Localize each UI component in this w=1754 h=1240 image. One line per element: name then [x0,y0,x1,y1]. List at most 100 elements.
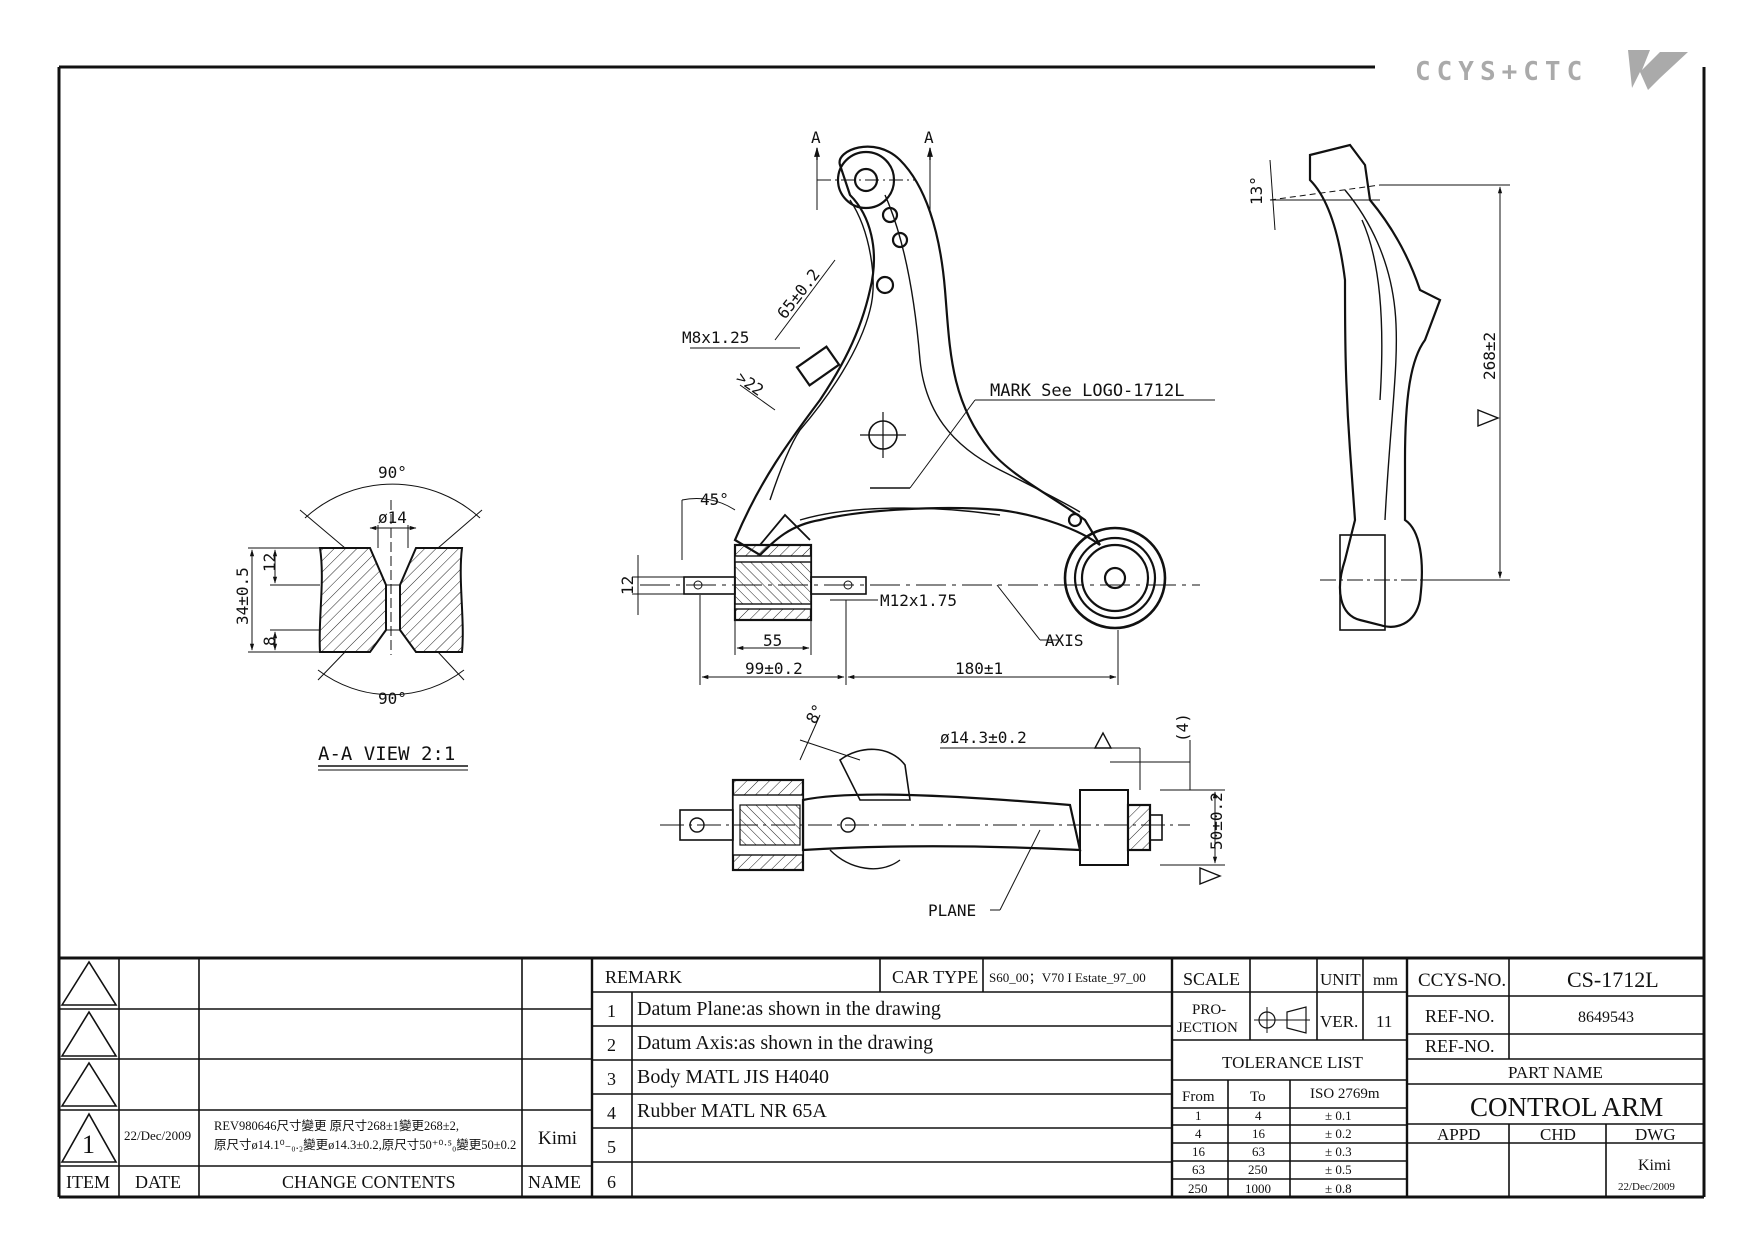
label-m12: M12x1.75 [880,591,957,610]
section-marker-right: A [924,128,934,147]
tol-r5-val: ± 0.8 [1325,1181,1352,1196]
tol-r1-to: 4 [1255,1108,1262,1123]
projection-label-1: PRO- [1192,1002,1226,1018]
aa-section-right [399,547,464,653]
tol-header-from: From [1182,1089,1215,1105]
tol-r1-val: ± 0.1 [1325,1108,1352,1123]
label-55: 55 [763,631,782,650]
remark-text-4: Rubber MATL NR 65A [637,1100,827,1122]
rev-header-name: NAME [528,1172,581,1192]
label-dia-14-3: ø14.3±0.2 [940,728,1027,747]
label-268: 268±2 [1480,332,1499,380]
tolerance-title: TOLERANCE LIST [1222,1053,1363,1072]
ref-no-1-label: REF-NO. [1425,1006,1495,1026]
remark-no-4: 4 [607,1103,616,1123]
side-view [1269,143,1510,631]
tol-r5-from: 250 [1188,1181,1208,1196]
tol-r4-to: 250 [1248,1162,1268,1177]
brand-emblem [1628,50,1688,90]
tol-r3-from: 16 [1192,1144,1206,1159]
label-13: 13° [1247,176,1266,205]
unit-label: UNIT [1320,970,1361,989]
remark-no-5: 5 [607,1137,616,1157]
drawing-frame [57,65,1706,1199]
label-45: 45° [700,490,729,509]
tol-r2-from: 4 [1195,1126,1202,1141]
label-mark: MARK See LOGO-1712L [990,381,1184,401]
label-12: 12 [618,576,637,595]
aa-section-left [318,547,387,653]
label-plane: PLANE [928,901,976,920]
part-name-label: PART NAME [1508,1063,1603,1082]
dwg-label: DWG [1635,1125,1676,1144]
aa-view-title: A-A VIEW 2:1 [318,743,455,765]
remark-no-6: 6 [607,1172,616,1192]
part-info-block: CCYS-NO. CS-1712L REF-NO. 8649543 REF-NO… [1418,967,1676,1193]
car-type-label: CAR TYPE [892,967,978,987]
dwg-date: 22/Dec/2009 [1618,1181,1675,1193]
remark-text-2: Datum Axis:as shown in the drawing [637,1032,933,1054]
aa-angle-top: 90° [378,463,407,482]
remarks-table: REMARK CAR TYPE S60_00；V70 I Estate_97_0… [605,967,1146,1192]
section-marker-left: A [811,128,821,147]
ref-no-2-label: REF-NO. [1425,1036,1495,1056]
tol-r4-val: ± 0.5 [1325,1162,1352,1177]
ccys-no-label: CCYS-NO. [1418,970,1506,991]
aa-view [248,483,483,696]
tol-r1-from: 1 [1195,1108,1202,1123]
rev-header-contents: CHANGE CONTENTS [282,1172,456,1192]
bottom-view [660,714,1225,911]
rev-contents-1a: REV980646尺寸變更 原尺寸268±1變更268±2, [214,1118,459,1133]
title-block-lines [59,958,1704,1197]
aa-angle-bottom: 90° [378,689,407,708]
rev-date-1: 22/Dec/2009 [124,1128,191,1143]
front-view [632,145,1215,685]
rev-header-item: ITEM [66,1172,110,1192]
revision-table: 1 22/Dec/2009 REV980646尺寸變更 原尺寸268±1變更26… [66,1118,581,1192]
tol-r2-val: ± 0.2 [1325,1126,1352,1141]
remark-text-3: Body MATL JIS H4040 [637,1066,829,1088]
aa-view-labels: 90° ø14 12 34±0.5 8 90° A-A VIEW 2:1 [233,463,468,771]
ver-value: 11 [1376,1012,1392,1031]
part-name-value: CONTROL ARM [1470,1092,1663,1122]
remark-text-1: Datum Plane:as shown in the drawing [637,998,941,1020]
tol-r3-to: 63 [1252,1144,1265,1159]
bottom-ball-joint [1079,789,1129,866]
scale-label: SCALE [1183,969,1240,989]
arm-outline [733,145,1101,557]
chd-label: CHD [1540,1125,1576,1144]
aa-dim-34: 34±0.5 [233,567,252,625]
ccys-no-value: CS-1712L [1567,967,1659,992]
label-axis: AXIS [1045,631,1084,650]
ver-label: VER. [1320,1012,1358,1031]
remark-no-1: 1 [607,1001,616,1021]
ball-joint-outer [1063,526,1167,630]
tol-r4-from: 63 [1192,1162,1205,1177]
tol-header-to: To [1250,1089,1266,1105]
label-180: 180±1 [955,659,1003,678]
brand-logo: CCYS+CTC [1415,50,1688,90]
dwg-name: Kimi [1638,1157,1671,1174]
aa-dim-12: 12 [260,553,279,572]
remark-no-2: 2 [607,1035,616,1055]
label-8deg: 8° [802,701,828,727]
ref-no-1-value: 8649543 [1578,1009,1634,1026]
tol-r2-to: 16 [1252,1126,1266,1141]
remark-label: REMARK [605,967,682,987]
side-view-labels: 13° 268±2 [1247,176,1500,428]
car-type-value: S60_00；V70 I Estate_97_00 [989,970,1146,986]
appd-label: APPD [1437,1125,1480,1144]
rev-name-1: Kimi [538,1128,577,1149]
unit-value: mm [1373,972,1398,989]
aa-dia: ø14 [378,508,407,527]
tol-header-iso: ISO 2769m [1310,1086,1380,1102]
label-m8: M8x1.25 [682,328,749,347]
label-65: 65±0.2 [773,265,824,322]
scale-tolerance-block: SCALE UNIT mm PRO- JECTION VER. 11 TOLER… [1177,969,1398,1196]
brand-text: CCYS+CTC [1415,57,1588,87]
bottom-view-labels: 8° ø14.3±0.2 (4) 50±0.2 PLANE [802,701,1226,920]
rev-contents-1b: 原尺寸ø14.1⁰₋₀.₂變更ø14.3±0.2,原尺寸50⁺⁰·⁵₀變更50±… [214,1137,516,1152]
front-view-labels: A A M8x1.25 65±0.2 >22 MARK See LOGO-171… [618,128,1184,678]
datum-triangle-50 [1199,866,1222,886]
